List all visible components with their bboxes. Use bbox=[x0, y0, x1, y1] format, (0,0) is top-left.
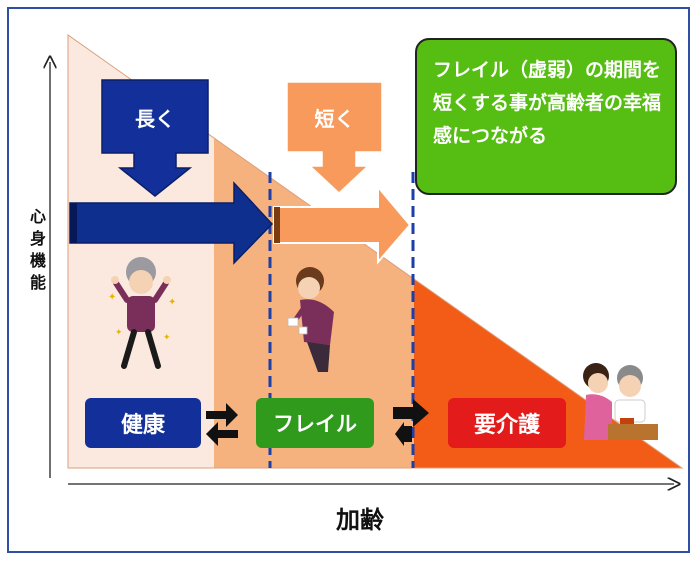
short-label: 短く bbox=[314, 106, 355, 131]
healthy-box bbox=[85, 398, 201, 448]
svg-text:✦: ✦ bbox=[163, 333, 171, 343]
triangle-outline bbox=[67, 34, 684, 469]
y-axis-char-4: 能 bbox=[29, 273, 46, 292]
svg-text:✦: ✦ bbox=[115, 328, 123, 338]
care-box bbox=[448, 398, 566, 448]
y-axis-char-3: 機 bbox=[29, 251, 46, 270]
note-line-2: 短くする事が高齢者の幸福 bbox=[433, 92, 662, 114]
long-callout bbox=[101, 79, 209, 197]
short-horizontal-arrow bbox=[273, 184, 412, 265]
short-callout bbox=[286, 81, 383, 195]
y-axis-label: 心 身 機 能 bbox=[26, 206, 50, 294]
note-box: フレイル（虚弱）の期間を 短くする事が高齢者の幸福 感につながる bbox=[415, 38, 677, 195]
y-axis-char-2: 身 bbox=[29, 229, 46, 248]
long-arrow-tail bbox=[70, 203, 77, 243]
healthy-label: 健康 bbox=[120, 413, 165, 438]
short-arrow-tail bbox=[274, 207, 280, 243]
diagram-frame bbox=[7, 7, 690, 553]
frail-box bbox=[256, 398, 374, 448]
note-line-3: 感につながる bbox=[433, 125, 548, 147]
note-line-1: フレイル（虚弱）の期間を bbox=[433, 59, 662, 81]
x-axis-label: 加齢 bbox=[336, 506, 384, 534]
elderly-woman-cheerful-icon: ✦ ✦ ✦ ✦ bbox=[108, 257, 176, 369]
frail-care-arrows-icon bbox=[393, 399, 429, 446]
svg-text:✦: ✦ bbox=[168, 297, 176, 308]
frail-label: フレイル bbox=[273, 412, 357, 436]
care-label: 要介護 bbox=[473, 413, 540, 438]
long-horizontal-arrow bbox=[69, 181, 274, 265]
elderly-woman-weak-icon bbox=[287, 267, 334, 372]
svg-text:✦: ✦ bbox=[108, 292, 116, 303]
bidirectional-arrows-icon bbox=[206, 403, 238, 446]
y-axis-char-1: 心 bbox=[29, 207, 46, 226]
caregiver-and-elderly-icon bbox=[583, 363, 658, 440]
long-label: 長く bbox=[135, 106, 175, 131]
